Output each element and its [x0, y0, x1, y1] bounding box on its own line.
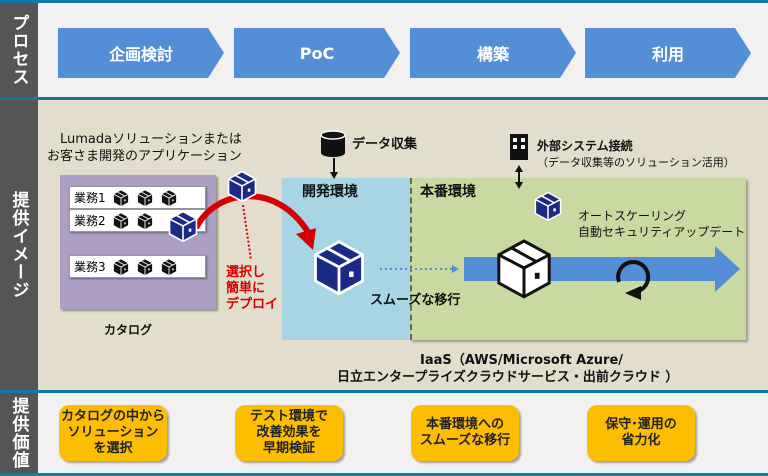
- smooth-migration-label: スムーズな移行: [370, 293, 461, 308]
- dev-env-label: 開発環境: [302, 184, 358, 200]
- process-step-use: 利用: [585, 28, 751, 78]
- value-select-solution: カタログの中から ソリューション を選択: [59, 405, 167, 461]
- image-band: 提供イメージ Lumadaソリューションまたは お客さま開発のアプリケーション …: [0, 97, 768, 393]
- value-band: 提供価値 カタログの中から ソリューション を選択 テスト環境で 改善効果を 早…: [0, 390, 768, 476]
- refresh-icon: [616, 260, 651, 295]
- deploy-box-icon: [227, 170, 257, 202]
- migration-arrowhead: [452, 265, 459, 273]
- catalog-row-label: 業務3: [74, 260, 106, 274]
- value-labor-saving: 保守･運用の 省力化: [587, 405, 695, 461]
- refresh-arrowhead: [625, 286, 641, 300]
- process-step-build: 構築: [410, 28, 576, 78]
- external-system-sublabel: （データ収集等のソリューション活用）: [537, 156, 735, 169]
- process-step-poc: PoC: [234, 28, 400, 78]
- catalog-row-label: 業務1: [74, 191, 106, 205]
- catalog-label: カタログ: [104, 323, 153, 337]
- prod-box-icon: [497, 239, 551, 299]
- catalog-row[interactable]: 業務1: [69, 186, 206, 209]
- catalog-row[interactable]: 業務3: [69, 255, 206, 278]
- deploy-arrowhead: [296, 228, 316, 250]
- autoscale-box-icon: [534, 191, 562, 222]
- external-system-label: 外部システム接続: [537, 139, 633, 153]
- iaas-label-line1: IaaS（AWS/Microsoft Azure/: [420, 353, 624, 368]
- database-icon: [320, 130, 346, 157]
- process-section-label: プロセス: [0, 3, 38, 97]
- prod-env-label: 本番環境: [420, 184, 476, 200]
- deploy-note-line3: デプロイ: [226, 297, 279, 312]
- building-icon: [510, 134, 528, 160]
- image-section-label: 提供イメージ: [0, 100, 38, 390]
- value-early-verification: テスト環境で 改善効果を 早期検証: [235, 405, 343, 461]
- catalog-heading-line2: お客さま開発のアプリケーション: [47, 149, 242, 164]
- deploy-note-line2: 簡単に: [226, 281, 266, 296]
- autoscaling-label: オートスケーリング: [578, 209, 687, 223]
- deploy-note-line1: 選択し: [226, 265, 266, 280]
- data-collection-arrowhead: [330, 172, 338, 179]
- process-band: プロセス 企画検討 PoC 構築 利用: [0, 0, 768, 100]
- external-link-arrowhead-down: [515, 182, 523, 189]
- deploy-dotted-line: [242, 204, 252, 261]
- external-link-arrowhead-up: [515, 165, 523, 172]
- dev-box-icon: [314, 240, 364, 296]
- catalog-heading-line1: Lumadaソリューションまたは: [60, 132, 242, 147]
- process-step-planning: 企画検討: [58, 28, 224, 78]
- catalog-panel: 業務1 業務2 業務3: [60, 175, 216, 309]
- iaas-label-line2: 日立エンタープライズクラウドサービス・出前クラウド ）: [337, 370, 679, 385]
- catalog-row-label: 業務2: [74, 214, 106, 228]
- value-section-label: 提供価値: [0, 393, 38, 473]
- value-smooth-migration: 本番環境への スムーズな移行: [411, 405, 519, 461]
- data-collection-label: データ収集: [352, 137, 418, 152]
- auto-security-update-label: 自動セキュリティアップデート: [578, 225, 746, 239]
- selected-box-icon: [168, 210, 198, 242]
